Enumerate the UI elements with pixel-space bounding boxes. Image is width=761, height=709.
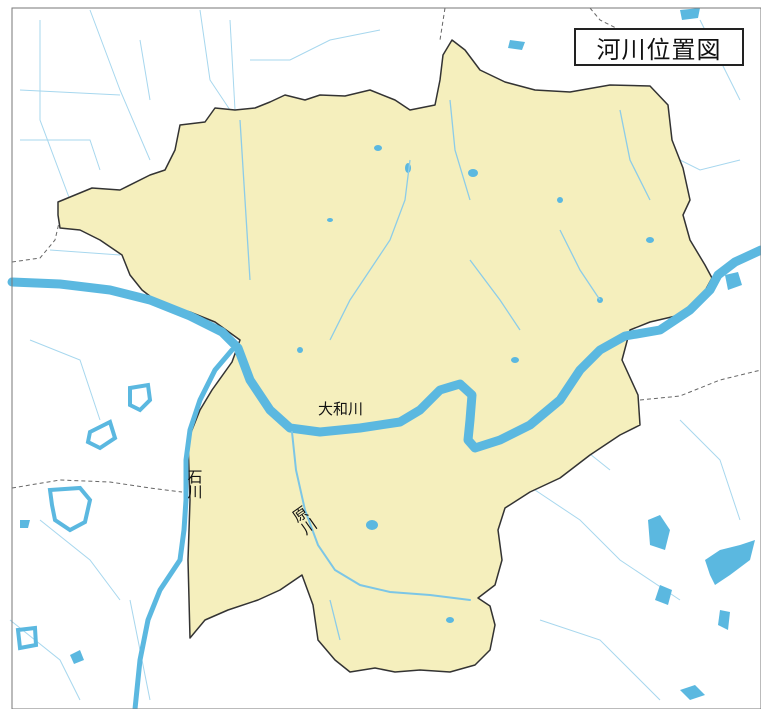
vertical-label-text: 石川: [186, 470, 204, 500]
ishikawa-river: [132, 347, 235, 709]
river-label-ishikawa: 石川: [186, 470, 204, 500]
city-region: [57, 39, 713, 673]
ponds: [20, 8, 755, 700]
river-label-yamato: 大和川: [318, 400, 364, 418]
map-frame: [11, 7, 761, 709]
admin-boundaries: [11, 7, 761, 493]
map-title: 河川位置図: [574, 28, 744, 66]
harakawa-river: [291, 431, 471, 601]
label-char: 石: [187, 468, 203, 486]
streams: [239, 99, 651, 641]
label-char: 川: [187, 483, 203, 501]
yamato-river: [7, 245, 761, 453]
pond-outlines: [15, 382, 153, 651]
